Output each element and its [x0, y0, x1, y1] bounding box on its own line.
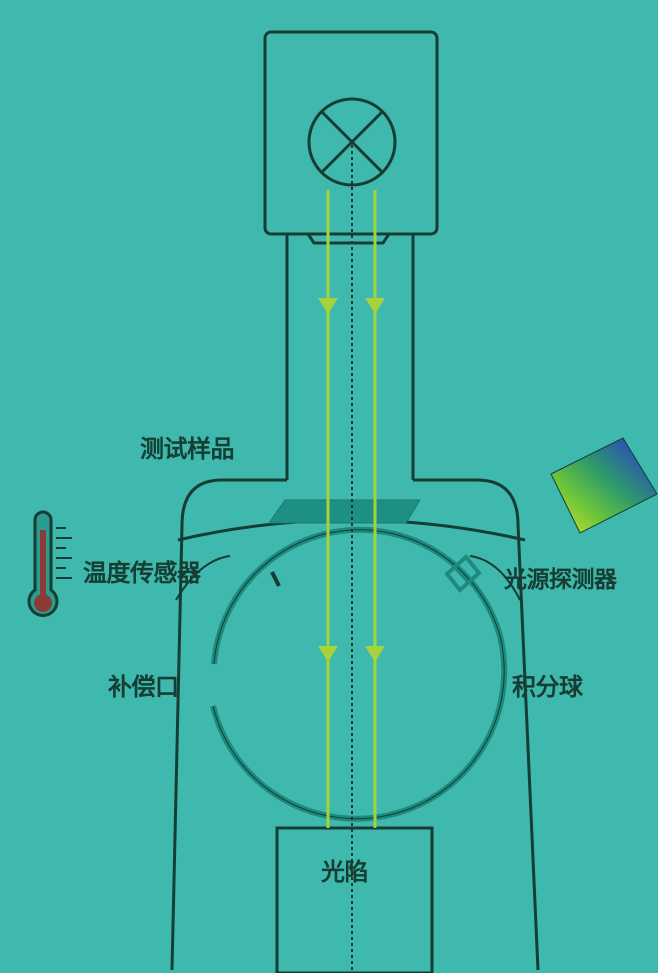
spectrum-swatch-icon — [550, 437, 658, 534]
test-sample-plate — [268, 499, 421, 524]
thermometer-icon — [27, 510, 72, 617]
integrating-sphere-label: 积分球 — [512, 673, 583, 701]
light-source-detector-label: 光源探测器 — [504, 567, 617, 593]
beam-arrow — [318, 646, 338, 662]
beam-arrow — [365, 646, 385, 662]
light-beams — [318, 190, 385, 828]
internal-baffle — [270, 571, 281, 587]
test-sample-label: 测试样品 — [140, 435, 235, 463]
detector-port — [444, 554, 482, 593]
integrating-sphere — [210, 526, 508, 822]
lamp-housing — [263, 30, 439, 245]
light-tube — [285, 234, 415, 480]
lamp-cross-icon — [307, 97, 397, 187]
light-trap-label: 光陷 — [321, 858, 369, 886]
temperature-sensor-label: 温度传感器 — [83, 559, 201, 587]
beam-arrow — [318, 298, 338, 314]
beam-arrow — [365, 298, 385, 314]
instrument-body — [170, 478, 540, 971]
compensation-port-label: 补偿口 — [108, 673, 179, 701]
light-trap-box — [275, 826, 434, 973]
